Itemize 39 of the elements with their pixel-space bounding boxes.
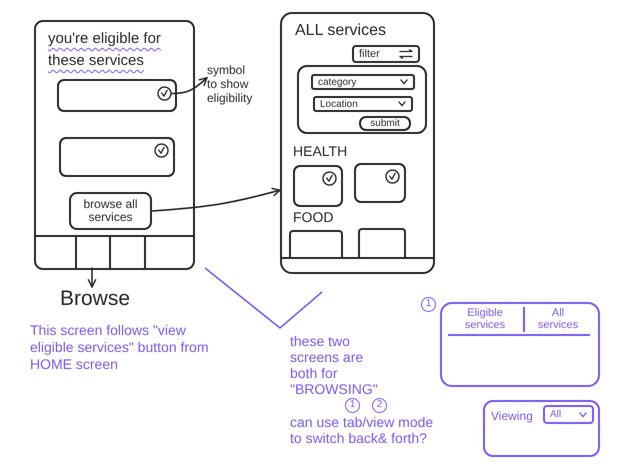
service-card <box>293 165 343 207</box>
phone-screen <box>34 20 195 270</box>
dropdown-field: category <box>311 74 415 90</box>
service-card <box>354 163 406 203</box>
arrow <box>151 188 281 212</box>
annotation-text: This screen follows "view eligible services" button from HOME screen <box>30 322 210 373</box>
dropdown-field: All <box>543 405 594 424</box>
section-heading: FOOD <box>293 209 334 225</box>
dropdown-field: Location <box>313 96 413 112</box>
nav-tab <box>144 235 193 268</box>
screen-title: you're eligible for these services <box>48 29 162 71</box>
leader-arrow <box>171 76 208 94</box>
rounded-button: browse all services <box>69 192 152 230</box>
service-card <box>289 230 343 257</box>
annotation-text: symbol to show eligibility <box>207 63 255 105</box>
annotation-text: these two screens are both for "BROWSING" <box>290 333 379 397</box>
service-card <box>358 228 406 257</box>
tab-label: Eligible services <box>464 307 506 331</box>
submit-button: submit <box>359 116 411 131</box>
service-card <box>57 79 177 112</box>
screen-title: ALL services <box>295 21 387 41</box>
callout-number: 1 <box>345 398 360 413</box>
mockup-panel <box>440 302 600 387</box>
filter-button: filter <box>352 45 420 63</box>
arrow <box>88 267 96 288</box>
field-label: Viewing <box>491 409 533 423</box>
phone-screen <box>280 12 435 274</box>
callout-number: 2 <box>372 398 387 413</box>
screen-name: Browse <box>60 287 130 311</box>
check-circle-icon <box>157 86 172 101</box>
callout-number: 1 <box>421 297 436 312</box>
annotation-text: can use tab/view mode to switch back& forth? <box>290 414 434 446</box>
tab-label: All services <box>536 307 580 331</box>
nav-tab <box>75 235 109 268</box>
mockup-panel <box>483 400 600 457</box>
nav-tab <box>109 235 144 268</box>
service-card <box>59 137 175 177</box>
section-heading: HEALTH <box>293 143 348 159</box>
filter-panel <box>297 65 427 134</box>
